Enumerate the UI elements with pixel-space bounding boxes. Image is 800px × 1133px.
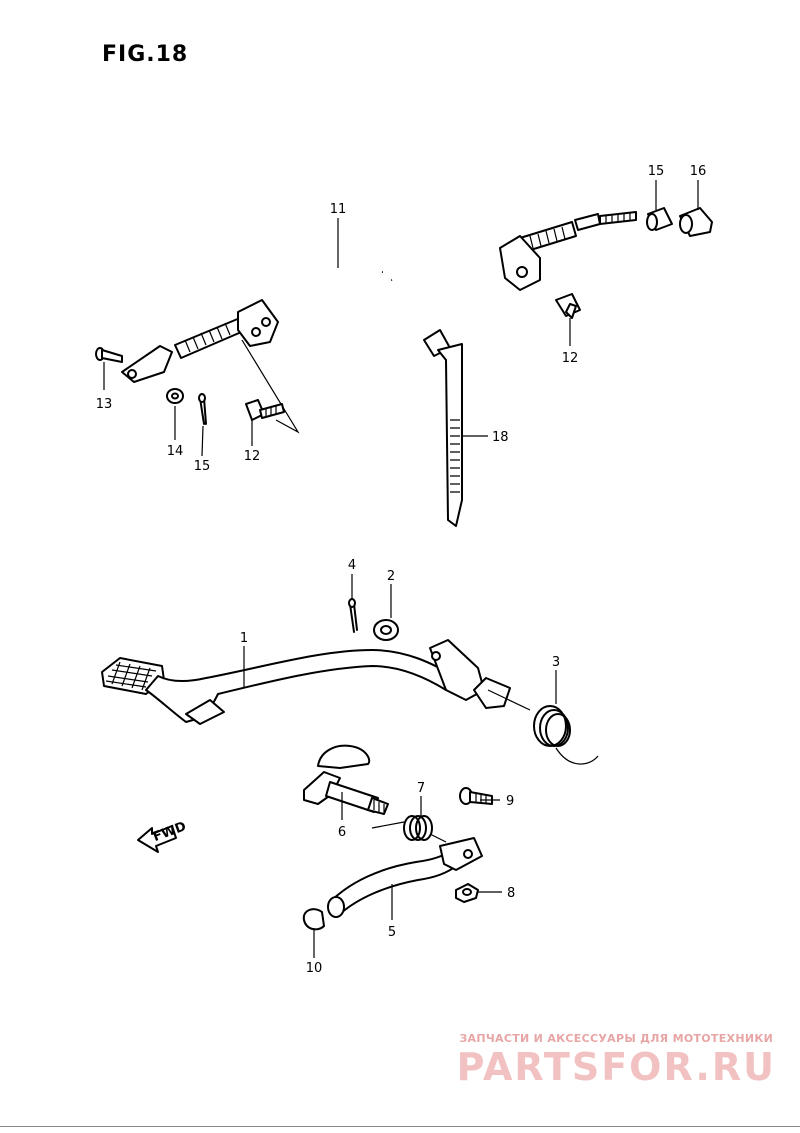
callout-9: 9 bbox=[506, 794, 514, 809]
part-17-nut[interactable] bbox=[679, 207, 713, 237]
callout-18: 18 bbox=[492, 430, 509, 445]
callout-leaders bbox=[103, 180, 699, 958]
fwd-arrow-icon: FWD bbox=[137, 819, 188, 853]
part-13-clevis-pin[interactable] bbox=[95, 347, 123, 363]
figure-title: FIG.18 bbox=[102, 42, 189, 67]
callout-12-right: 12 bbox=[562, 351, 579, 366]
callout-16: 15 bbox=[648, 164, 665, 179]
part-16-collar[interactable] bbox=[646, 207, 673, 231]
part-12-bolt-left[interactable] bbox=[245, 399, 285, 421]
callout-15: 15 bbox=[194, 459, 211, 474]
watermark-logo: PARTSFOR.RU bbox=[456, 1045, 776, 1089]
part-4-cotter-pin[interactable] bbox=[348, 598, 358, 633]
part-2-washer[interactable] bbox=[373, 619, 399, 641]
part-1-brake-pedal[interactable] bbox=[101, 639, 511, 725]
part-14-washer[interactable] bbox=[166, 388, 184, 404]
callout-8: 8 bbox=[507, 886, 515, 901]
part-9-bolt[interactable] bbox=[459, 787, 493, 805]
callout-2: 2 bbox=[387, 569, 395, 584]
part-8-nut[interactable] bbox=[455, 883, 479, 903]
callout-11: 11 bbox=[330, 202, 347, 217]
leader-line bbox=[241, 339, 300, 434]
part-12-bolt-right[interactable] bbox=[555, 293, 581, 319]
callout-10: 10 bbox=[306, 961, 323, 976]
callout-12-left: 12 bbox=[244, 449, 261, 464]
watermark: ЗАПЧАСТИ И АКСЕССУАРЫ ДЛЯ МОТОТЕХНИКИ PA… bbox=[457, 1032, 776, 1089]
callout-1: 1 bbox=[240, 631, 248, 646]
callout-4: 4 bbox=[348, 558, 356, 573]
callout-14: 14 bbox=[167, 444, 184, 459]
callout-labels: 11 15 16 12 13 14 15 12 18 4 2 1 3 7 9 6… bbox=[96, 164, 707, 976]
part-7-spring[interactable] bbox=[371, 815, 447, 843]
part-6-pedal-shaft[interactable] bbox=[303, 744, 389, 815]
callout-5: 5 bbox=[388, 925, 396, 940]
callout-13: 13 bbox=[96, 397, 113, 412]
watermark-tagline: ЗАПЧАСТИ И АКСЕССУАРЫ ДЛЯ МОТОТЕХНИКИ bbox=[459, 1032, 774, 1045]
part-3-return-spring[interactable] bbox=[487, 689, 599, 765]
part-5-brake-lever[interactable] bbox=[327, 837, 483, 918]
callout-17: 16 bbox=[690, 164, 707, 179]
part-18-cable-tie[interactable] bbox=[423, 329, 463, 527]
part-15-cotter-pin[interactable] bbox=[198, 393, 207, 425]
part-11-brake-cable[interactable] bbox=[121, 211, 637, 383]
callout-6: 6 bbox=[338, 825, 346, 840]
part-10-cap[interactable] bbox=[302, 908, 325, 931]
callout-7: 7 bbox=[417, 781, 425, 796]
frame-divider bbox=[0, 1126, 800, 1127]
callout-3: 3 bbox=[552, 655, 560, 670]
